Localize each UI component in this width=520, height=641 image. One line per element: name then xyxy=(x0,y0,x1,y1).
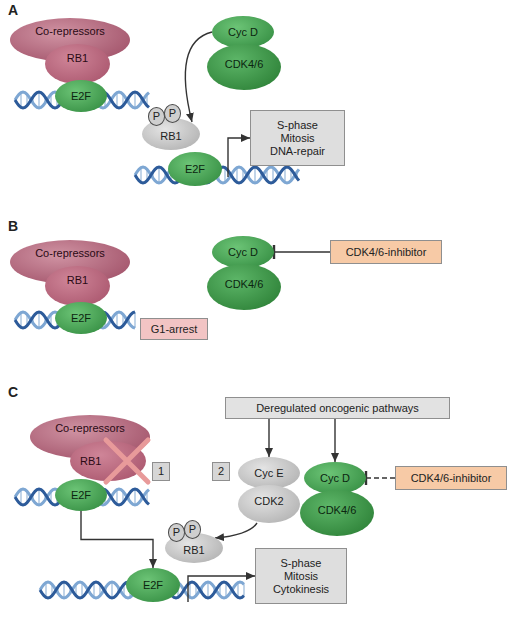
node-text: RB1 xyxy=(80,455,101,468)
activation-arrow xyxy=(334,419,335,462)
node-text: P xyxy=(173,526,180,539)
node-text: Cyc D xyxy=(228,246,258,259)
activation-arrow xyxy=(215,523,257,538)
node-text: Cyc D xyxy=(320,472,350,485)
arrest-box: G1-arrest xyxy=(140,318,208,340)
node-text: RB1 xyxy=(183,544,204,557)
node-text: CDK2 xyxy=(254,495,283,508)
cdk46-kinase: CDK4/6 xyxy=(207,44,281,90)
node-text: Co-repressors xyxy=(35,25,105,38)
node-text: E2F xyxy=(143,579,163,592)
inhibitor-box: CDK4/6-inhibitor xyxy=(330,240,442,264)
panel-letter: A xyxy=(8,2,18,18)
node-text: CDK4/6-inhibitor xyxy=(346,246,427,259)
rb1-protein: RB1 xyxy=(45,266,110,306)
node-text: P xyxy=(189,523,196,536)
node-text: Cyc D xyxy=(228,26,258,39)
node-text: RB1 xyxy=(67,52,88,65)
callout-number: 2 xyxy=(212,462,230,481)
activation-arrow xyxy=(81,511,153,568)
e2f-factor: E2F xyxy=(55,80,107,112)
phosphate-circle: P xyxy=(164,104,181,123)
callout-number: 1 xyxy=(152,462,170,481)
activation-arrow xyxy=(185,32,212,122)
panel-letter: B xyxy=(8,218,18,234)
activation-arrow xyxy=(228,138,250,177)
cdk46-kinase: CDK4/6 xyxy=(300,490,374,536)
e2f-factor: E2F xyxy=(55,479,107,511)
activation-arrow xyxy=(268,419,269,457)
outcome-box: S-phase Mitosis Cytokinesis xyxy=(255,548,347,604)
loss-cross xyxy=(106,440,148,482)
panel-letter: C xyxy=(8,384,18,400)
inhibition-line xyxy=(366,477,395,478)
node-text: Co-repressors xyxy=(35,247,105,260)
pathway-box: Deregulated oncogenic pathways xyxy=(225,397,450,419)
node-text: E2F xyxy=(71,90,91,103)
phosphate-circle: P xyxy=(148,107,165,126)
node-text: 1 xyxy=(158,465,164,478)
node-text: Deregulated oncogenic pathways xyxy=(256,402,419,415)
node-text: E2F xyxy=(185,163,205,176)
node-text: S-phase Mitosis Cytokinesis xyxy=(269,557,333,596)
phosphate-circle: P xyxy=(168,523,185,542)
node-text: Co-repressors xyxy=(55,422,125,435)
node-text: CDK4/6 xyxy=(225,278,264,291)
outcome-box: S-phase Mitosis DNA-repair xyxy=(250,110,345,166)
node-text: E2F xyxy=(71,489,91,502)
inhibitor-box: CDK4/6-inhibitor xyxy=(395,466,507,490)
node-text: RB1 xyxy=(160,130,181,143)
e2f-factor: E2F xyxy=(55,302,107,334)
e2f-factor: E2F xyxy=(168,152,222,186)
node-text: E2F xyxy=(71,312,91,325)
node-text: RB1 xyxy=(67,274,88,287)
node-text: S-phase Mitosis DNA-repair xyxy=(266,119,330,158)
activation-arrow xyxy=(188,576,255,602)
node-text: P xyxy=(169,107,176,120)
node-text: Cyc E xyxy=(254,467,283,480)
inhibition-line xyxy=(274,251,330,252)
node-text: 2 xyxy=(218,465,224,478)
cdk2-kinase: CDK2 xyxy=(238,485,300,523)
phosphate-circle: P xyxy=(184,520,201,539)
rb1-protein: RB1 xyxy=(45,44,110,84)
cdk46-kinase: CDK4/6 xyxy=(207,264,281,310)
rb1-protein-lost: RB1 xyxy=(70,441,146,481)
node-text: CDK4/6 xyxy=(225,58,264,71)
node-text: CDK4/6-inhibitor xyxy=(411,472,492,485)
node-text: P xyxy=(153,110,160,123)
node-text: CDK4/6 xyxy=(318,504,357,517)
e2f-factor: E2F xyxy=(126,568,180,602)
node-text: G1-arrest xyxy=(151,323,197,336)
